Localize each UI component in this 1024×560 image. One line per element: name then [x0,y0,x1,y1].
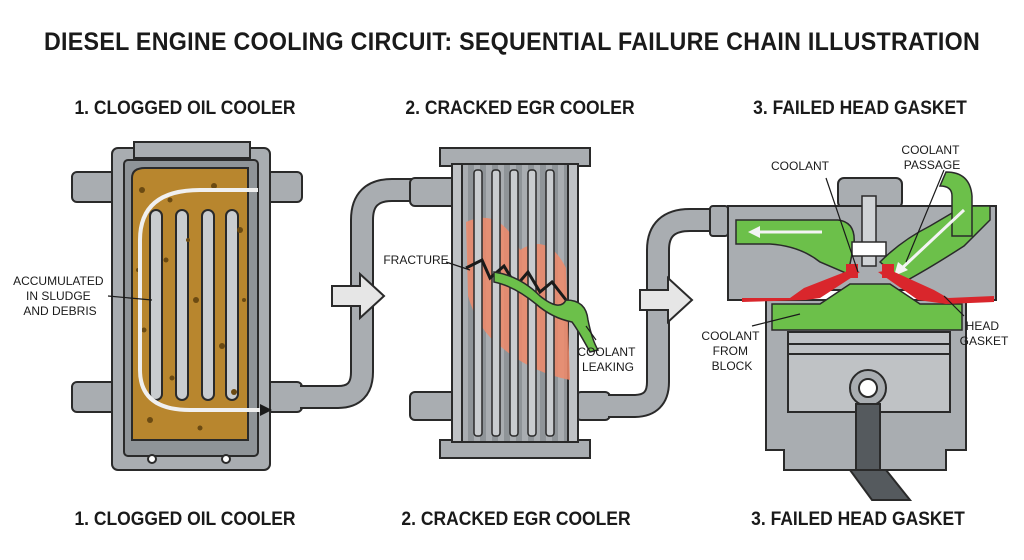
sequence-arrow-1 [331,271,386,321]
oil-cooler-tube [175,209,189,401]
leak-callout-line [585,325,597,341]
head-gasket-callout-line [943,295,965,317]
stage-1-bottom-label: 1. CLOGGED OIL COOLER [74,509,296,530]
gasket-breach [846,264,858,278]
coolant-flow-arrowhead [748,226,760,238]
head-inlet-fitting [709,205,729,237]
oil-cooler-tube [149,209,163,401]
fracture-callout-line [445,261,471,271]
stage-2-top-label: 2. CRACKED EGR COOLER [405,98,635,119]
mount-hole [147,454,157,464]
pipe-egr-to-head-fill [608,210,716,416]
egr-tubes [473,169,555,437]
coolant-callout: COOLANT [771,159,830,173]
debris-specks [136,183,246,431]
coolant-leak [493,271,600,353]
page-title: DIESEL ENGINE COOLING CIRCUIT: SEQUENTIA… [43,28,981,56]
valve-spring-seat [851,241,887,257]
coolant-callout-line [825,177,859,273]
connecting-rod [855,403,881,471]
piston [787,331,951,413]
coolant-from-block-callout-line [751,313,801,327]
coolant-passage-callout: COOLANT PASSAGE [901,143,962,172]
oil-flow-arrow [260,404,272,416]
oil-cooler [71,141,303,471]
sludge-callout: ACCUMULATED IN SLUDGE AND DEBRIS [13,274,107,318]
egr-side-plate [451,163,463,443]
connecting-rod-lower [848,469,913,501]
oil-cooler-tube [201,209,215,401]
head-gasket-left [742,270,860,302]
sequence-arrow-2 [639,275,694,325]
stage-3-bottom-label: 3. FAILED HEAD GASKET [751,509,965,530]
coolant-leaking-callout: COOLANT LEAKING [577,345,638,374]
coolant-passage-pipe [938,171,973,237]
coolant-flow-arrow [898,208,966,272]
coolant-flow-arrowhead [894,262,908,276]
stage-3-top-label: 3. FAILED HEAD GASKET [753,98,967,119]
head-gasket-right [878,270,994,304]
oil-cooler-tube [225,209,239,401]
egr-fitting [409,177,457,207]
stage-2-bottom-label: 2. CRACKED EGR COOLER [401,509,631,530]
stage-1-top-label: 1. CLOGGED OIL COOLER [74,98,296,119]
fracture-callout: FRACTURE [383,253,448,267]
oil-flow-path [138,188,262,412]
coolant-from-block-callout: COOLANT FROM BLOCK [701,329,762,373]
egr-fitting [575,391,611,421]
sludge-callout-line [107,295,153,301]
gasket-breach [882,264,894,278]
coolant-in-chamber [771,283,963,331]
egr-fitting [409,391,457,421]
wrist-pin-hole [858,378,878,398]
oil-cooler-flange [133,141,251,159]
head-gasket-callout: HEAD GASKET [960,319,1009,348]
mount-hole [221,454,231,464]
coolant-passage-callout-line [905,169,945,263]
